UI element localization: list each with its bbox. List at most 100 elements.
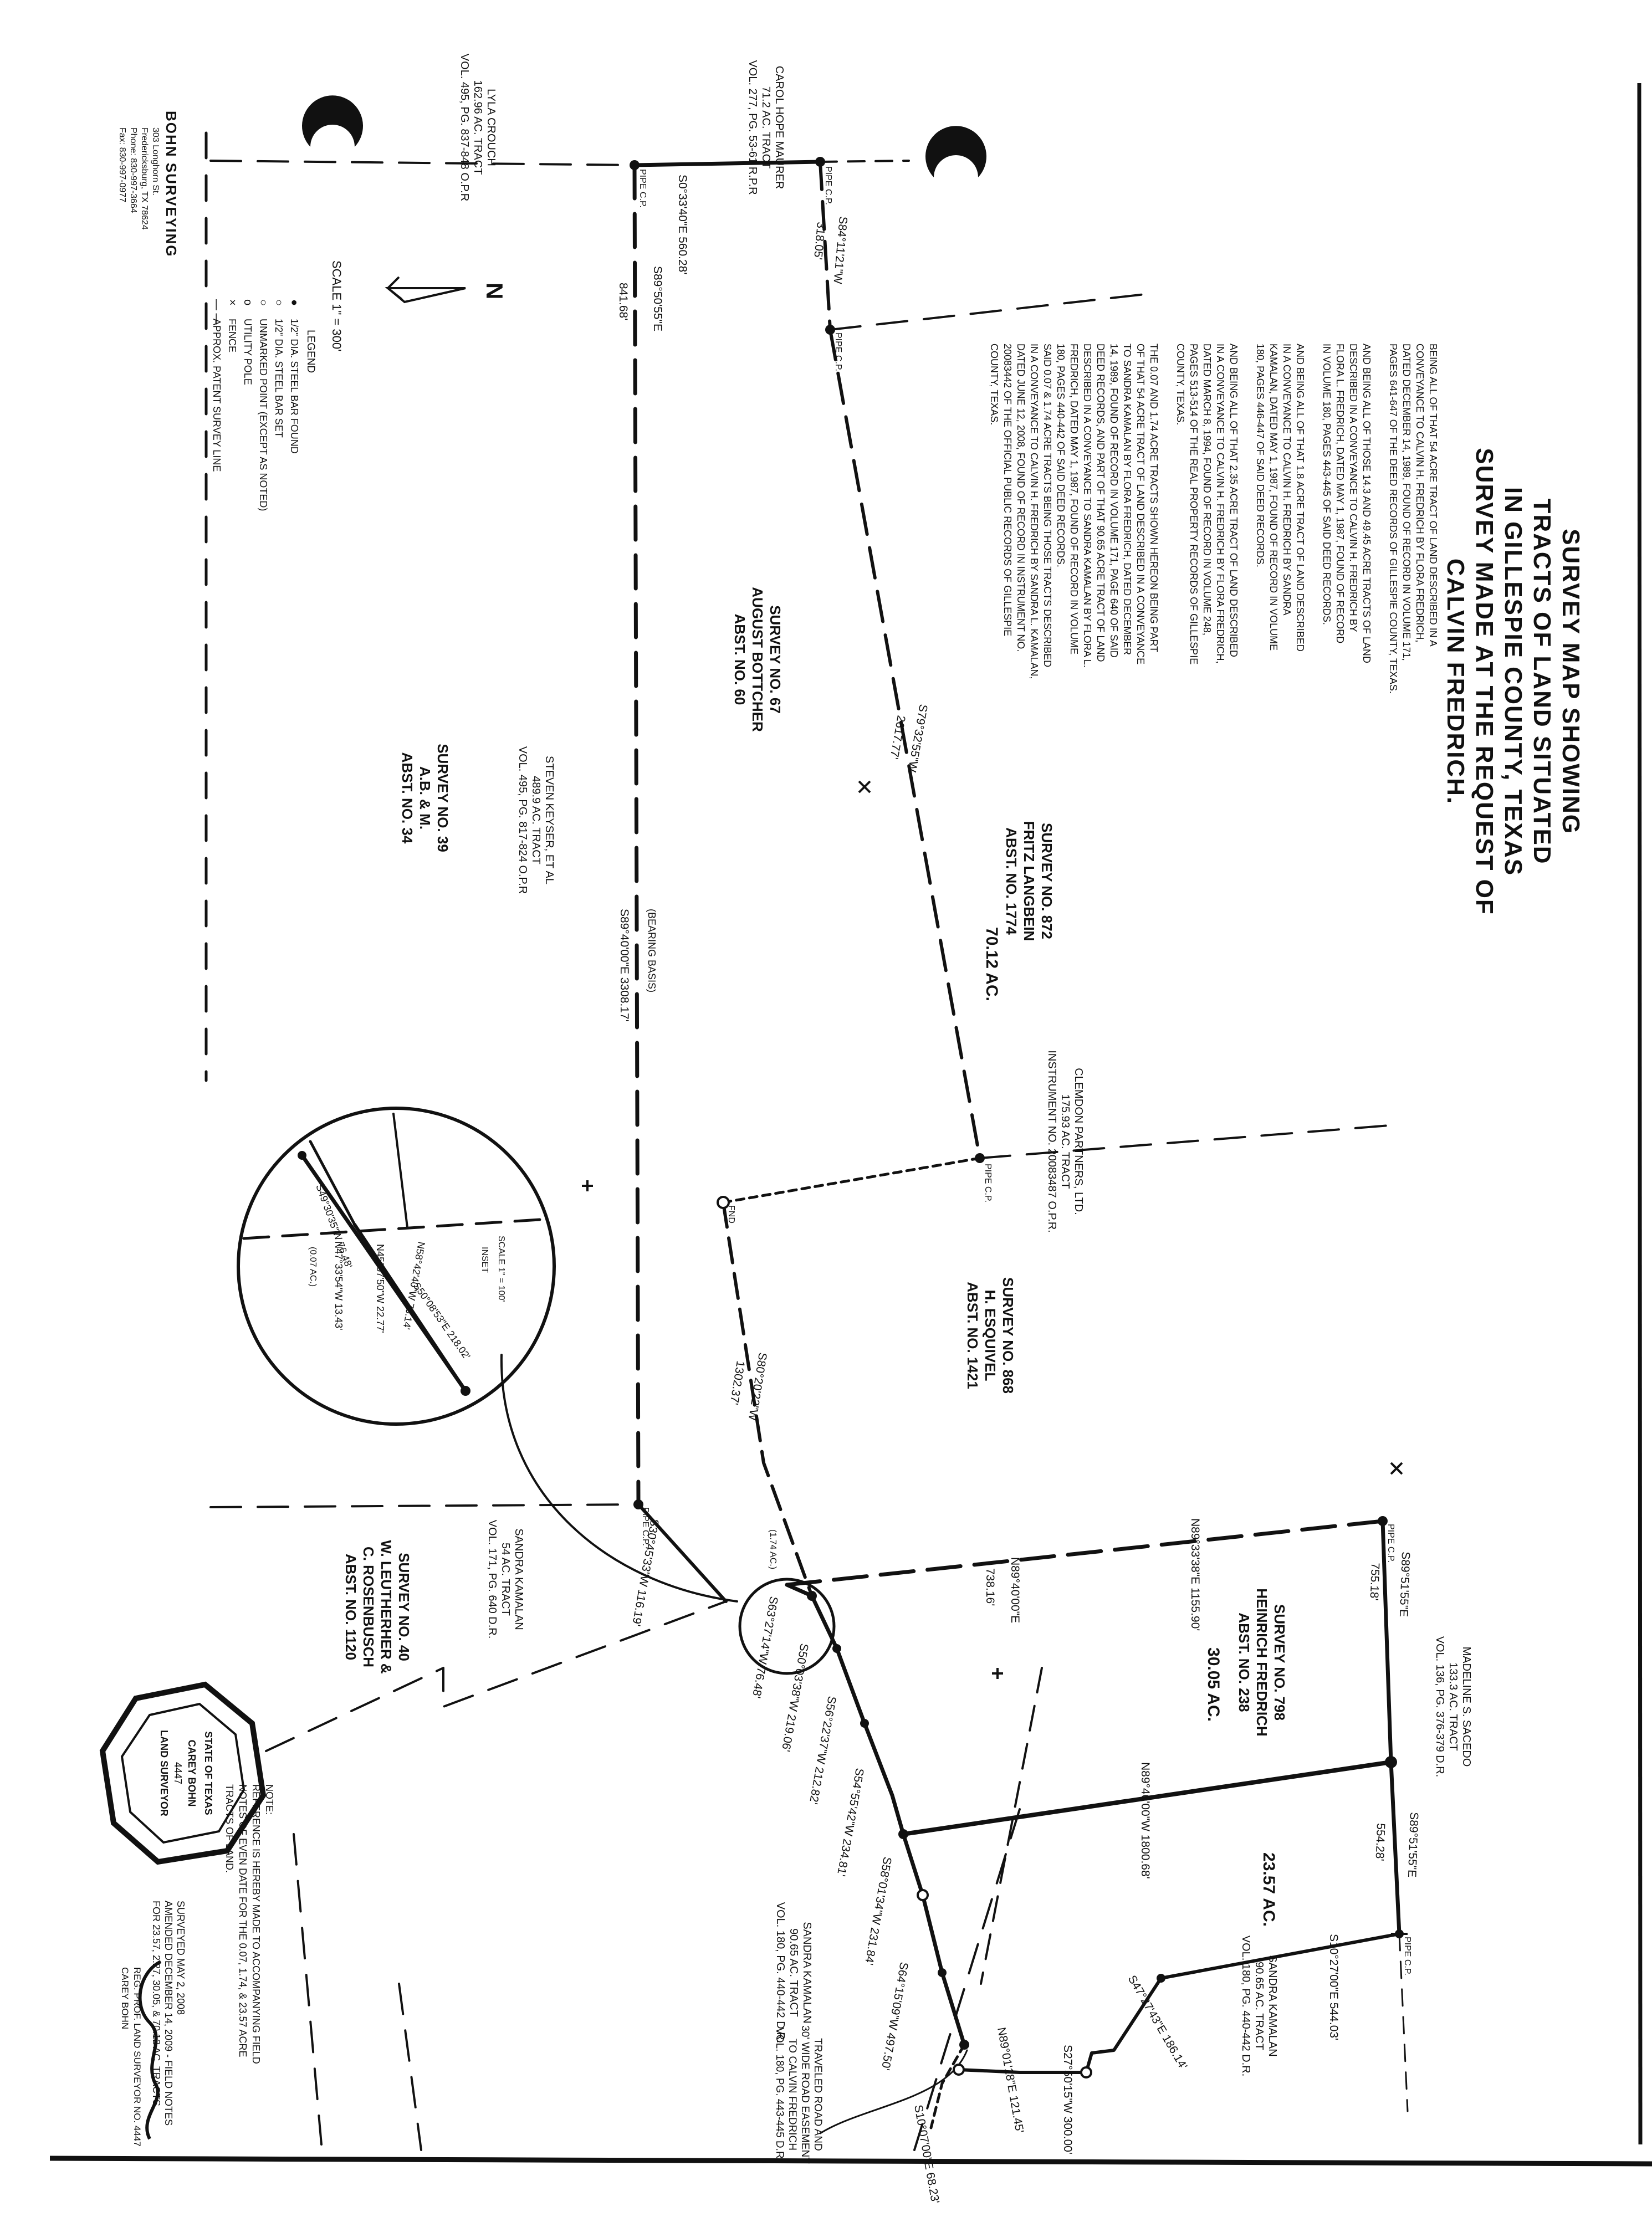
adjoiner-line: TO CALVIN FREDRICH <box>786 2039 798 2151</box>
call: S89°51'55"E <box>1397 1552 1412 1617</box>
survey-40-label: SURVEY NO. 40 W. LEUTHERHER & C. ROSENBU… <box>342 1540 412 1673</box>
survey-line: ABST. NO. 34 <box>399 752 416 844</box>
legend-item: 1/2" DIA. STEEL BAR SET <box>273 319 284 438</box>
adjoiner-sandra-90: SANDRA KAMALAN 90.65 AC. TRACT VOL. 180,… <box>774 1902 813 2044</box>
adjoiner-line: VOL. 277, PG. 53-61 R.P.R <box>746 60 759 194</box>
description-line: BEING ALL OF THAT 54 ACRE TRACT OF LAND … <box>1428 344 1439 647</box>
seal-line: STATE OF TEXAS <box>203 1731 214 1815</box>
company-line: Fax: 830-997-0977 <box>117 127 127 202</box>
adjoiner-sandra-54: SANDRA KAMALAN 54 AC. TRACT VOL. 171, PG… <box>486 1520 525 1639</box>
adjoiner-line: 162.96 AC. TRACT <box>472 80 484 175</box>
call: N89°40'00"E <box>1009 1557 1021 1623</box>
call: S0°33'40"E 560.28' <box>676 175 689 274</box>
company-name: BOHN SURVEYING <box>163 111 180 257</box>
note-line: REFERENCE IS HEREBY MADE TO ACCOMPANYING… <box>250 1784 262 2064</box>
survey-line: ABST. NO. 1120 <box>342 1554 359 1660</box>
road-easement-label: TRAVELED ROAD AND 30' WIDE ROAD EASEMENT… <box>774 2025 824 2164</box>
description-line: FLORA L. FREDRICH, DATED MAY 1, 1987, FO… <box>1334 344 1346 643</box>
north-label: N <box>482 283 508 299</box>
description-line: SAID 0.07 & 1.74 ACRE TRACTS BEING THOSE… <box>1042 344 1053 667</box>
legend-symbol: ᴏ <box>242 299 254 305</box>
description-line: CONVEYANCE TO CALVIN H. FREDRICH BY FLOR… <box>1414 344 1425 642</box>
legend-title: LEGEND <box>305 330 316 373</box>
pipe-label: PIPE C.P. <box>641 1507 650 1546</box>
seal-line: CAREY BOHN <box>186 1740 197 1807</box>
title-line: SURVEY MAP SHOWING <box>1557 529 1584 835</box>
adjoiner-line: 90.65 AC. TRACT <box>787 1928 800 2017</box>
call: S89°40'00"E 3308.17' <box>618 909 631 1022</box>
adjoiner-line: VOL. 180, PG. 440-442 D.R. <box>1240 1936 1252 2077</box>
surveyor-seal: STATE OF TEXAS CAREY BOHN 4447 LAND SURV… <box>99 1681 267 1865</box>
survey-line: AUGUST BOTTCHER <box>749 587 766 732</box>
legend-symbol: — — <box>211 299 223 325</box>
call: S10°27'00"E 544.03' <box>1327 1934 1340 2040</box>
legend-symbol: ○ <box>273 299 285 306</box>
tract-boundaries <box>204 131 1409 2151</box>
description-line: THE 0.07 AND 1.74 ACRE TRACTS SHOWN HERE… <box>1148 344 1159 652</box>
pipe-label: PIPE C.P. <box>1386 1524 1395 1563</box>
inset-tract: (1.74 AC.) <box>768 1529 778 1569</box>
seal-line: LAND SURVEYOR <box>158 1730 170 1816</box>
description-line: DATED JUNE 12, 2008, FOUND OF RECORD IN … <box>1015 344 1026 652</box>
survey-line: ABST. NO. 1774 <box>1003 827 1020 935</box>
adjoiner-madeline: MADELINE S. SACEDO 133.3 AC. TRACT VOL. … <box>1434 1636 1472 1778</box>
adjoiner-lyla: LYLA CROUCH 162.96 AC. TRACT VOL. 495, P… <box>458 54 497 201</box>
legend-item: UNMARKED POINT (EXCEPT AS NOTED) <box>258 319 269 511</box>
note-line: NOTES OF EVEN DATE FOR THE 0.07, 1.74, &… <box>237 1784 248 2057</box>
legend-item: APPROX. PATENT SURVEY LINE <box>211 319 222 472</box>
description-line: KAMALAN, DATED MAY 1, 1987, FOUND OF REC… <box>1268 344 1279 651</box>
inset-scale: SCALE 1" = 100' <box>497 1236 506 1302</box>
acreage-70: 70.12 AC. <box>983 927 1001 1001</box>
adjoiner-line: STEVEN KEYSER, ET AL <box>543 756 555 884</box>
company-line: Phone: 830-997-3664 <box>129 127 138 213</box>
call: N89°33'38"E 1155.90' <box>1189 1518 1201 1631</box>
title-line: SURVEY MADE AT THE REQUEST OF <box>1471 448 1498 915</box>
survey-798-label: SURVEY NO. 798 HEINRICH FREDRICH ABST. N… <box>1236 1588 1288 1736</box>
adjoiner-line: 54 AC. TRACT <box>499 1543 512 1616</box>
adjoiner-clemdon: CLEMDON PARTNERS, LTD. 175.93 AC. TRACT … <box>1046 1050 1085 1232</box>
survey-line: H. ESQUIVEL <box>982 1290 999 1381</box>
legend-item: UTILITY POLE <box>242 319 253 385</box>
set-points <box>717 1196 1092 2078</box>
description-line: DEED RECORDS, AND PART OF THAT 90.65 ACR… <box>1095 344 1106 662</box>
adjoiner-line: 71.2 AC. TRACT <box>760 86 772 169</box>
call: 755.18' <box>1368 1563 1382 1601</box>
adjoiner-line: VOL. 495, PG. 837-848 O.P.R <box>458 54 470 201</box>
description-line: DESCRIBED IN A CONVEYANCE TO CALVIN H. F… <box>1348 344 1359 632</box>
company-line: 303 Longhorn St. <box>151 127 160 196</box>
legend: LEGEND ● 1/2" DIA. STEEL BAR FOUND ○ 1/2… <box>211 299 316 511</box>
survey-line: ABST. NO. 238 <box>1236 1612 1252 1712</box>
title-line: TRACTS OF LAND SITUATED <box>1528 498 1556 864</box>
surveyor-reg: REG. PROF. LAND SURVEYOR NO. 4447 <box>132 1967 142 2147</box>
surveyor-name-block: CAREY BOHN REG. PROF. LAND SURVEYOR NO. … <box>120 1967 142 2147</box>
title-line: CALVIN FREDRICH. <box>1442 559 1469 805</box>
legend-symbol: ● <box>288 299 300 306</box>
pipe-label: PIPE C.P. <box>824 166 833 205</box>
description-line: PAGES 641-647 OF THE DEED RECORDS OF GIL… <box>1388 344 1399 694</box>
legend-symbol: ○ <box>257 299 269 306</box>
survey-line: SURVEY NO. 872 <box>1039 823 1055 939</box>
description-line: AND BEING ALL OF THAT 1.8 ACRE TRACT OF … <box>1295 344 1306 652</box>
description-line: OF THAT 54 ACRE TRACT OF LAND DESCRIBED … <box>1135 344 1146 664</box>
adjoiner-keyser: STEVEN KEYSER, ET AL 489.9 AC. TRACT VOL… <box>516 746 555 894</box>
company-line: Fredericksburg, TX 78624 <box>140 127 149 230</box>
call: S89°50'55"E <box>651 266 664 331</box>
call: S27°50'15"W 300.00' <box>1061 2045 1074 2154</box>
survey-line: ABST. NO. 60 <box>732 614 748 705</box>
survey-line: SURVEY NO. 67 <box>767 605 784 714</box>
adjoiner-line: INSTRUMENT NO. 20083487 O.P.R. <box>1046 1050 1058 1232</box>
handwritten-signature <box>138 1960 162 2140</box>
survey-line: SURVEY NO. 868 <box>1000 1277 1016 1394</box>
survey-line: FRITZ LANGBEIN <box>1021 821 1037 941</box>
acreage-30: 30.05 AC. <box>1204 1647 1223 1722</box>
description-line: IN A CONVEYANCE TO CALVIN H. FREDRICH BY… <box>1281 344 1292 615</box>
adjoiner-line: MADELINE S. SACEDO <box>1460 1647 1472 1767</box>
inset-tract: (0.07 AC.) <box>308 1247 318 1287</box>
adjoiner-sandra-90b: SANDRA KAMALAN 90.65 AC. TRACT VOL. 180,… <box>1240 1936 1278 2077</box>
description-line: COUNTY, TEXAS. <box>1175 344 1186 425</box>
adjoiner-line: 90.65 AC. TRACT <box>1253 1962 1265 2050</box>
description-line: DATED MARCH 8, 1994, FOUND OF RECORD IN … <box>1201 344 1213 636</box>
description-line: IN A CONVEYANCE TO CALVIN H. FREDRICH BY… <box>1029 344 1040 679</box>
adjoiner-line: VOL. 495, PG. 817-824 O.P.R <box>516 746 529 894</box>
pipe-label: FND <box>727 1205 736 1223</box>
